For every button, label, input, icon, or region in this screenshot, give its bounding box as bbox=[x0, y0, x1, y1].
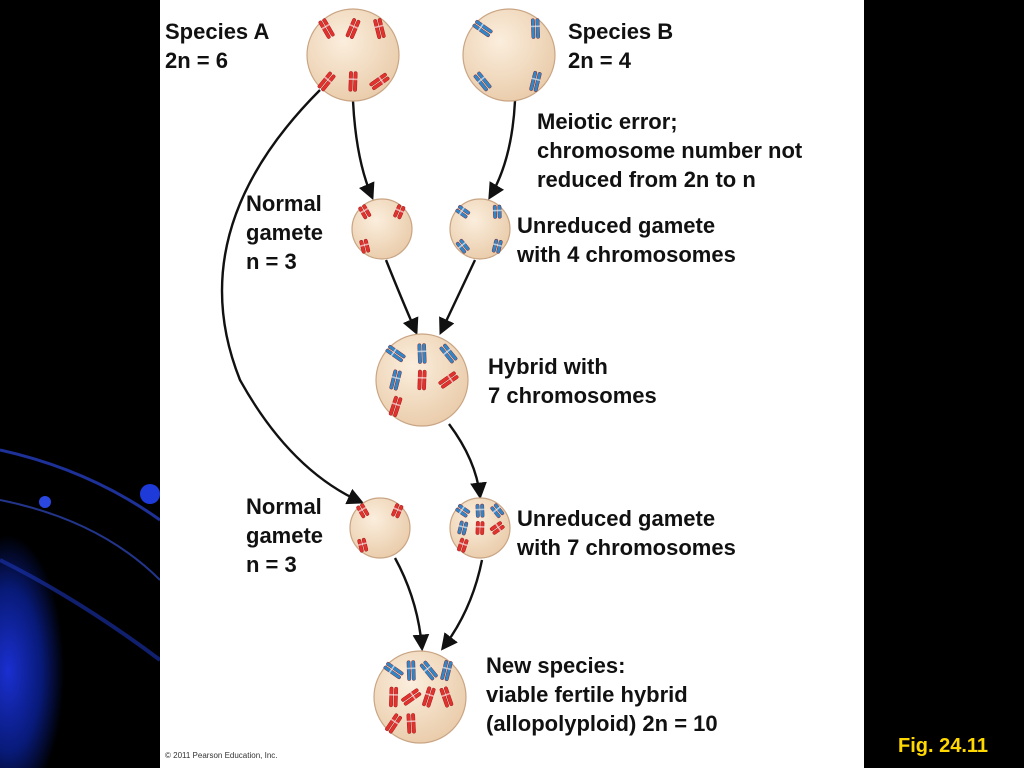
new-species-cell-red-chromosome bbox=[422, 686, 436, 708]
arrow-normal-gamete-1-to-hybrid bbox=[384, 259, 419, 336]
normal-gamete-cell-2 bbox=[349, 497, 411, 559]
species-b-label: Species B 2n = 4 bbox=[568, 17, 673, 75]
species-a-cell-red-chromosome bbox=[348, 71, 358, 92]
unreduced-gamete-cell-7 bbox=[449, 497, 511, 559]
species-a-cell-red-chromosome bbox=[317, 71, 336, 92]
species-a-cell-red-chromosome bbox=[318, 18, 335, 39]
hybrid-cell-red-chromosome bbox=[388, 395, 403, 417]
new-species-cell-blue-chromosome bbox=[406, 660, 416, 681]
new-species-cell-red-chromosome bbox=[401, 688, 422, 706]
unreduced-gamete-cell-7-red-chromosome bbox=[457, 537, 469, 553]
unreduced-gamete-cell-4-blue-chromosome bbox=[455, 238, 470, 254]
species-a-label: Species A 2n = 6 bbox=[165, 17, 269, 75]
hybrid-cell-red-chromosome bbox=[417, 369, 427, 391]
normal-gamete-cell-1-red-chromosome bbox=[359, 238, 371, 254]
new-species-cell-red-chromosome bbox=[389, 686, 399, 708]
arrow-species-a-to-normal-gamete-1 bbox=[351, 100, 375, 201]
unreduced-gamete-cell-7-red-chromosome bbox=[489, 521, 505, 535]
species-a-name: Species A bbox=[165, 19, 270, 44]
normal-gamete-cell-2-red-chromosome bbox=[391, 503, 404, 519]
new-species-line-1: New species: bbox=[486, 653, 626, 678]
diagram-panel: Species A 2n = 6 Species B 2n = 4 Meioti… bbox=[160, 0, 864, 768]
new-species-cell bbox=[373, 650, 467, 744]
unreduced-gamete-cell-7-blue-chromosome bbox=[490, 503, 505, 519]
species-a-cell-red-chromosome bbox=[373, 18, 386, 40]
new-species-cell-red-chromosome bbox=[385, 713, 403, 734]
arrow-hybrid-to-unreduced-gamete-7 bbox=[448, 423, 487, 500]
hybrid-cell bbox=[375, 333, 469, 427]
meiotic-error-label: Meiotic error; chromosome number not red… bbox=[537, 107, 802, 194]
species-a-chromosome-count: 2n = 6 bbox=[165, 48, 228, 73]
hybrid-line-2: 7 chromosomes bbox=[488, 383, 657, 408]
normal-gamete-1-line-1: Normal bbox=[246, 191, 322, 216]
species-b-cell-blue-chromosome bbox=[473, 71, 492, 92]
hybrid-cell-red-chromosome bbox=[438, 371, 459, 389]
species-b-chromosome-count: 2n = 4 bbox=[568, 48, 631, 73]
normal-gamete-2-line-3: n = 3 bbox=[246, 552, 297, 577]
arrow-species-a-to-normal-gamete-2 bbox=[220, 89, 365, 505]
new-species-cell-red-chromosome bbox=[406, 713, 416, 734]
normal-gamete-2-line-2: gamete bbox=[246, 523, 324, 548]
species-b-cell-blue-chromosome bbox=[530, 18, 540, 39]
normal-gamete-cell-2-red-chromosome bbox=[357, 537, 369, 553]
species-b-cell bbox=[462, 8, 556, 102]
meiotic-error-line-2: chromosome number not bbox=[537, 138, 803, 163]
unreduced-gamete-cell-7-blue-chromosome bbox=[455, 504, 471, 518]
new-species-line-3: (allopolyploid) 2n = 10 bbox=[486, 711, 718, 736]
meiotic-error-line-3: reduced from 2n to n bbox=[537, 167, 756, 192]
unreduced-gamete-7-line-2: with 7 chromosomes bbox=[517, 535, 736, 560]
copyright-notice: © 2011 Pearson Education, Inc. bbox=[165, 751, 278, 760]
unreduced-gamete-4-line-2: with 4 chromosomes bbox=[517, 242, 736, 267]
normal-gamete-1-line-2: gamete bbox=[246, 220, 324, 245]
normal-gamete-cell-1-red-chromosome bbox=[358, 204, 372, 220]
arrow-unreduced-gamete-4-to-hybrid bbox=[439, 259, 477, 336]
hybrid-cell-blue-chromosome bbox=[439, 343, 458, 364]
new-species-cell-red-chromosome bbox=[439, 686, 454, 708]
new-species-cell-blue-chromosome bbox=[383, 661, 404, 680]
unreduced-gamete-4-label: Unreduced gamete with 4 chromosomes bbox=[517, 211, 736, 269]
unreduced-gamete-7-label: Unreduced gamete with 7 chromosomes bbox=[517, 504, 736, 562]
species-a-cell-red-chromosome bbox=[369, 72, 390, 91]
normal-gamete-cell-1 bbox=[351, 198, 413, 260]
new-species-line-2: viable fertile hybrid bbox=[486, 682, 688, 707]
arrow-unreduced-gamete-7-to-new-species bbox=[440, 559, 484, 651]
unreduced-gamete-cell-7-blue-chromosome bbox=[475, 503, 485, 518]
new-species-cell-blue-chromosome bbox=[440, 660, 453, 682]
normal-gamete-1-line-3: n = 3 bbox=[246, 249, 297, 274]
speciation-diagram bbox=[220, 8, 556, 744]
species-b-cell-blue-chromosome bbox=[472, 19, 493, 38]
hybrid-cell-blue-chromosome bbox=[385, 344, 406, 363]
figure-reference: Fig. 24.11 bbox=[898, 735, 989, 757]
unreduced-gamete-cell-4 bbox=[449, 198, 511, 260]
hybrid-label: Hybrid with 7 chromosomes bbox=[488, 352, 657, 410]
normal-gamete-cell-1-red-chromosome bbox=[393, 204, 406, 220]
hybrid-cell-blue-chromosome bbox=[389, 369, 402, 391]
new-species-cell-blue-chromosome bbox=[419, 660, 438, 681]
unreduced-gamete-cell-7-red-chromosome bbox=[475, 520, 485, 536]
arrow-normal-gamete-2-to-new-species bbox=[393, 557, 430, 652]
hybrid-cell-blue-chromosome bbox=[417, 343, 427, 364]
unreduced-gamete-4-line-1: Unreduced gamete bbox=[517, 213, 716, 238]
hybrid-line-1: Hybrid with bbox=[488, 354, 608, 379]
species-a-cell-red-chromosome bbox=[345, 18, 361, 40]
arrow-species-b-to-unreduced-gamete-4 bbox=[488, 100, 517, 200]
cells-group bbox=[306, 8, 556, 744]
unreduced-gamete-7-line-1: Unreduced gamete bbox=[517, 506, 716, 531]
species-a-cell bbox=[306, 8, 400, 102]
normal-gamete-cell-2-red-chromosome bbox=[356, 503, 370, 519]
arrows-group bbox=[220, 89, 517, 652]
species-b-name: Species B bbox=[568, 19, 674, 44]
unreduced-gamete-cell-4-blue-chromosome bbox=[455, 205, 471, 219]
unreduced-gamete-cell-4-blue-chromosome bbox=[492, 204, 502, 219]
unreduced-gamete-cell-4-blue-chromosome bbox=[491, 238, 503, 254]
new-species-label: New species: viable fertile hybrid (allo… bbox=[486, 651, 718, 738]
normal-gamete-label-1: Normal gamete n = 3 bbox=[246, 189, 323, 276]
normal-gamete-2-line-1: Normal bbox=[246, 494, 322, 519]
normal-gamete-label-2: Normal gamete n = 3 bbox=[246, 492, 323, 579]
unreduced-gamete-cell-7-blue-chromosome bbox=[457, 520, 469, 536]
species-b-cell-blue-chromosome bbox=[529, 70, 542, 92]
meiotic-error-line-1: Meiotic error; bbox=[537, 109, 678, 134]
